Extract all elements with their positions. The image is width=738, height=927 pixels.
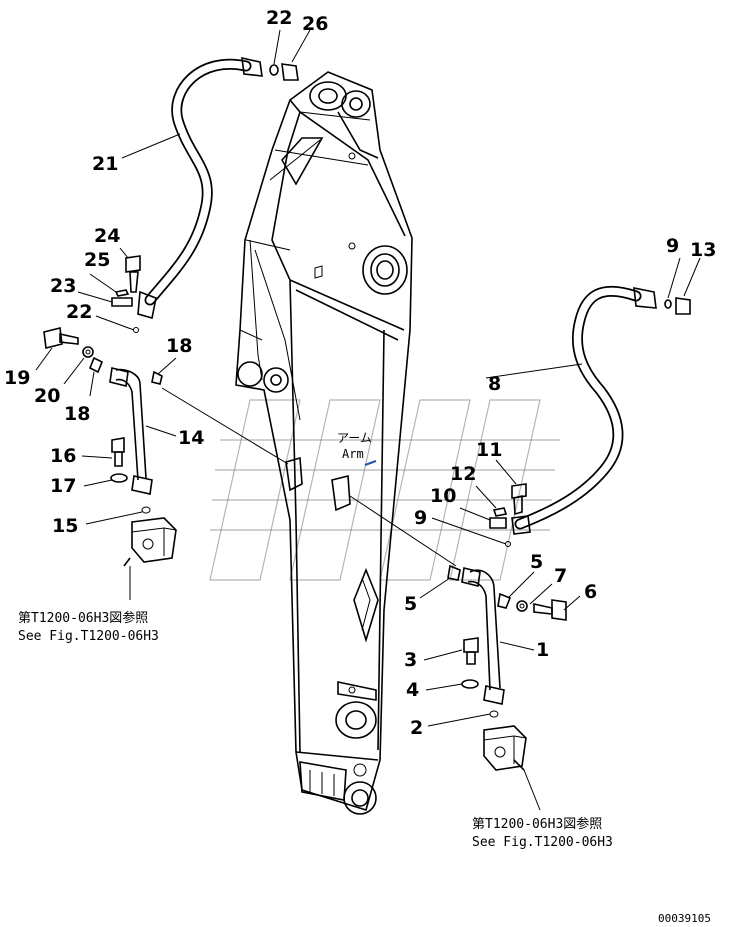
callout-14: 14 (178, 427, 204, 449)
callout-21: 21 (92, 153, 118, 175)
callout-19: 19 (4, 367, 30, 389)
document-number: 00039105 (658, 912, 711, 925)
callout-18-right: 18 (166, 335, 192, 357)
fig-ref-top-en: See Fig.T1200-06H3 (18, 629, 159, 644)
callout-16: 16 (50, 445, 76, 467)
callout-2: 2 (410, 717, 423, 739)
callout-7: 7 (554, 565, 567, 587)
callout-17: 17 (50, 475, 76, 497)
callout-labels: 22 26 21 24 25 23 22 19 20 18 18 14 16 1… (4, 7, 716, 739)
arm-label-en: Arm (342, 447, 364, 461)
callout-9-top: 9 (666, 235, 679, 257)
callout-3: 3 (404, 649, 417, 671)
callout-20: 20 (34, 385, 60, 407)
callout-10: 10 (430, 485, 456, 507)
fig-ref-top-jp: 第T1200-06H3図参照 (18, 610, 148, 626)
callout-8: 8 (488, 373, 501, 395)
callout-23: 23 (50, 275, 76, 297)
callout-5-right: 5 (530, 551, 543, 573)
callout-18-left: 18 (64, 403, 90, 425)
callout-26: 26 (302, 13, 328, 35)
callout-12: 12 (450, 463, 476, 485)
callout-9-lower: 9 (414, 507, 427, 529)
arm-label-jp: アーム (337, 431, 372, 445)
callout-11: 11 (476, 439, 502, 461)
left-hose-assembly (43, 56, 299, 567)
arm-body (235, 71, 413, 815)
callout-22-left: 22 (66, 301, 92, 323)
callout-13: 13 (690, 239, 716, 261)
fig-ref-bottom-jp: 第T1200-06H3図参照 (472, 816, 602, 832)
callout-4: 4 (406, 679, 419, 701)
callout-25: 25 (84, 249, 110, 271)
watermark-logo (209, 399, 560, 581)
callout-1: 1 (536, 639, 549, 661)
right-hose-assembly (447, 285, 691, 771)
fig-ref-bottom-en: See Fig.T1200-06H3 (472, 835, 613, 850)
leader-lines (35, 29, 701, 811)
callout-24: 24 (94, 225, 120, 247)
callout-5-left: 5 (404, 593, 417, 615)
arm-label-pointer (364, 460, 377, 466)
callout-22-top: 22 (266, 7, 292, 29)
callout-15: 15 (52, 515, 78, 537)
callout-6: 6 (584, 581, 597, 603)
